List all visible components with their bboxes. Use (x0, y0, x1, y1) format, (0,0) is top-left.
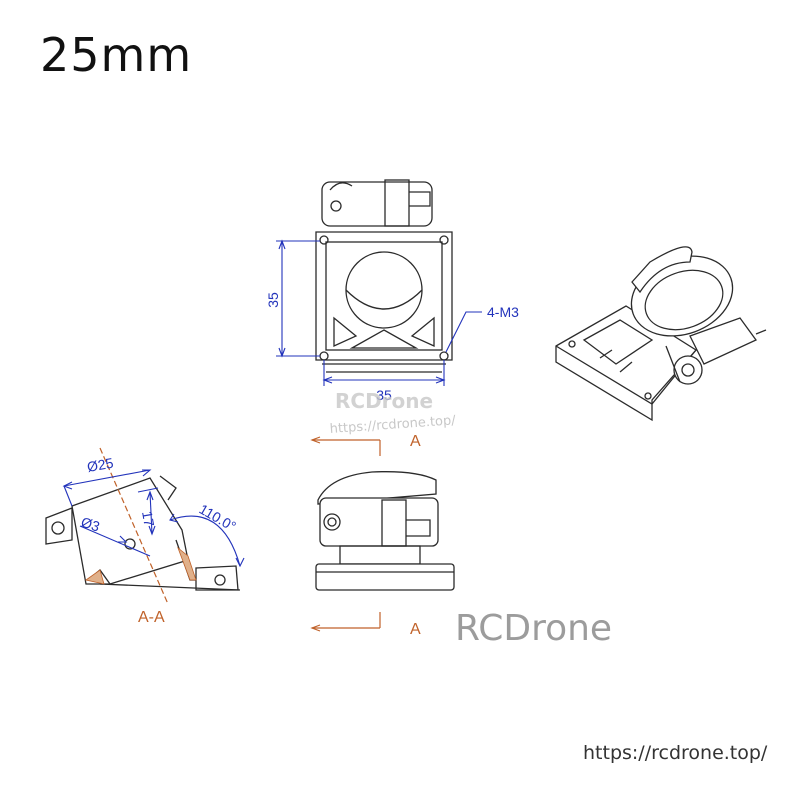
watermark-url: https://rcdrone.top/ (329, 413, 456, 437)
angle-dimension-label: 110.0° (197, 501, 239, 535)
section-marker-upper: A (310, 433, 421, 456)
dimension-offset: 17 (137, 487, 159, 536)
diameter-dimension-label: Ø25 (86, 455, 115, 475)
width-dimension-label: 35 (376, 387, 392, 403)
top-view (315, 179, 453, 373)
dimension-height: 35 (265, 239, 320, 358)
section-marker-label-upper: A (410, 433, 421, 450)
holes-dimension-label: 4-M3 (487, 304, 519, 320)
dimension-width: 35 (322, 360, 446, 403)
hole-diameter-dimension-label: Ø3 (79, 514, 102, 535)
watermark-brand-large: RCDrone (455, 608, 613, 649)
isometric-view (555, 246, 767, 422)
watermark-url-bottom: https://rcdrone.top/ (583, 742, 768, 764)
offset-dimension-label: 17 (139, 510, 157, 528)
section-centerline (99, 447, 169, 605)
dimension-holes: 4-M3 (445, 304, 519, 353)
front-view (315, 471, 455, 591)
section-label: A-A (138, 609, 165, 626)
height-dimension-label: 35 (265, 292, 281, 308)
section-view (45, 475, 241, 591)
dimension-hole-diameter: Ø3 (79, 514, 151, 557)
dimension-diameter: Ø25 (62, 455, 152, 507)
page-title: 25mm (40, 28, 193, 82)
watermark-brand: RCDrone (335, 389, 433, 413)
section-marker-label-lower: A (410, 621, 421, 638)
section-marker-lower: A (310, 612, 421, 638)
